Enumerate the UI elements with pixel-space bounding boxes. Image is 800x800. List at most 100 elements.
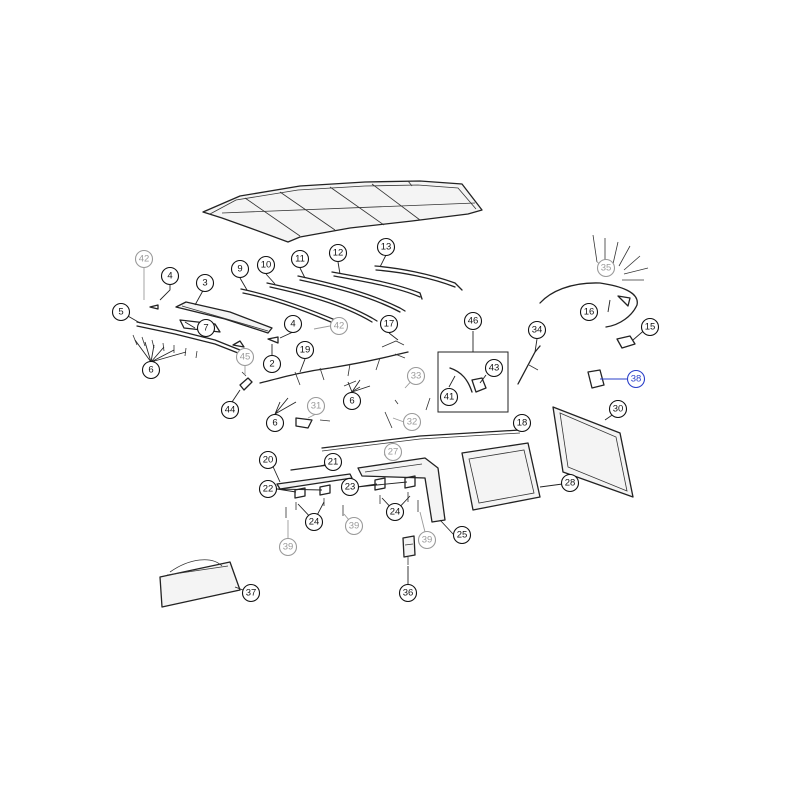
svg-text:7: 7 (203, 323, 208, 334)
svg-text:41: 41 (444, 392, 455, 403)
svg-text:39: 39 (349, 521, 360, 532)
svg-text:23: 23 (345, 482, 356, 493)
svg-text:31: 31 (311, 401, 322, 412)
callout-5: 5 (111, 302, 131, 322)
callout-36: 36 (398, 583, 418, 603)
callout-6a: 6 (141, 360, 161, 380)
callout-13: 13 (376, 237, 396, 257)
svg-text:37: 37 (246, 588, 257, 599)
svg-text:17: 17 (384, 319, 395, 330)
svg-text:3: 3 (202, 278, 207, 289)
svg-text:24: 24 (390, 507, 401, 518)
callout-10: 10 (256, 255, 276, 275)
svg-text:6: 6 (148, 365, 153, 376)
svg-text:16: 16 (584, 307, 595, 318)
svg-text:15: 15 (645, 322, 656, 333)
callout-37: 37 (241, 583, 261, 603)
svg-text:6: 6 (349, 396, 354, 407)
svg-text:25: 25 (457, 530, 468, 541)
callout-30: 30 (608, 399, 628, 419)
callout-35: 35 (596, 258, 616, 278)
callout-18: 18 (512, 413, 532, 433)
callout-25: 25 (452, 525, 472, 545)
weatherstrip-rails (240, 265, 463, 327)
callout-24b: 24 (385, 502, 405, 522)
svg-text:36: 36 (403, 588, 414, 599)
svg-text:32: 32 (407, 417, 418, 428)
callout-3: 3 (195, 273, 215, 293)
callout-19: 19 (295, 340, 315, 360)
callout-24a: 24 (304, 512, 324, 532)
callout-45: 45 (235, 347, 255, 367)
side-trim-20-21 (276, 464, 353, 518)
svg-text:30: 30 (613, 404, 624, 415)
callout-6b: 6 (265, 413, 285, 433)
callout-2: 2 (262, 354, 282, 374)
callout-6c: 6 (342, 391, 362, 411)
svg-text:42: 42 (139, 254, 150, 265)
callout-17: 17 (379, 314, 399, 334)
callout-12: 12 (328, 243, 348, 263)
callout-46: 46 (463, 311, 483, 331)
svg-text:20: 20 (263, 455, 274, 466)
svg-text:34: 34 (532, 325, 543, 336)
harness-34 (517, 345, 541, 385)
svg-text:35: 35 (601, 263, 612, 274)
svg-text:46: 46 (468, 316, 479, 327)
wiring-harness (259, 340, 409, 386)
callout-11: 11 (290, 249, 310, 269)
hardtop-roof-panel (202, 180, 483, 243)
storage-bag-37 (159, 559, 241, 608)
callout-9: 9 (230, 259, 250, 279)
svg-text:33: 33 (411, 371, 422, 382)
svg-text:21: 21 (328, 457, 339, 468)
svg-text:28: 28 (565, 478, 576, 489)
callout-34: 34 (527, 320, 547, 340)
svg-text:9: 9 (237, 264, 242, 275)
callout-39a: 39 (344, 516, 364, 536)
callout-33: 33 (406, 366, 426, 386)
callout-31: 31 (306, 396, 326, 416)
part-15 (616, 335, 636, 349)
callout-42a: 42 (134, 249, 154, 269)
svg-text:42: 42 (334, 321, 345, 332)
svg-text:38: 38 (631, 374, 642, 385)
svg-text:39: 39 (283, 542, 294, 553)
svg-text:5: 5 (118, 307, 123, 318)
callout-21: 21 (323, 452, 343, 472)
part-36 (402, 535, 416, 565)
callout-38: 38 (626, 369, 646, 389)
part-38 (587, 369, 605, 389)
svg-text:22: 22 (263, 484, 274, 495)
callout-28: 28 (560, 473, 580, 493)
callout-20: 20 (258, 450, 278, 470)
callout-4a: 4 (160, 266, 180, 286)
callout-41: 41 (439, 387, 459, 407)
svg-text:13: 13 (381, 242, 392, 253)
rail-18 (321, 429, 521, 452)
callout-16: 16 (579, 302, 599, 322)
callout-39b: 39 (278, 537, 298, 557)
svg-text:6: 6 (272, 418, 277, 429)
svg-text:27: 27 (388, 447, 399, 458)
callout-22: 22 (258, 479, 278, 499)
svg-text:11: 11 (295, 254, 305, 265)
harness-16 (539, 234, 649, 328)
svg-text:2: 2 (269, 359, 274, 370)
callout-7: 7 (196, 318, 216, 338)
svg-text:19: 19 (300, 345, 311, 356)
callout-43: 43 (484, 358, 504, 378)
svg-text:43: 43 (489, 363, 500, 374)
svg-text:10: 10 (261, 260, 272, 271)
svg-text:24: 24 (309, 517, 320, 528)
callout-42b: 42 (329, 316, 349, 336)
svg-text:18: 18 (517, 418, 528, 429)
svg-text:44: 44 (225, 405, 236, 416)
svg-text:4: 4 (167, 271, 172, 282)
bracket-44 (239, 371, 253, 391)
callout-39c: 39 (417, 530, 437, 550)
svg-text:39: 39 (422, 535, 433, 546)
svg-text:45: 45 (240, 352, 251, 363)
callout-4b: 4 (283, 314, 303, 334)
